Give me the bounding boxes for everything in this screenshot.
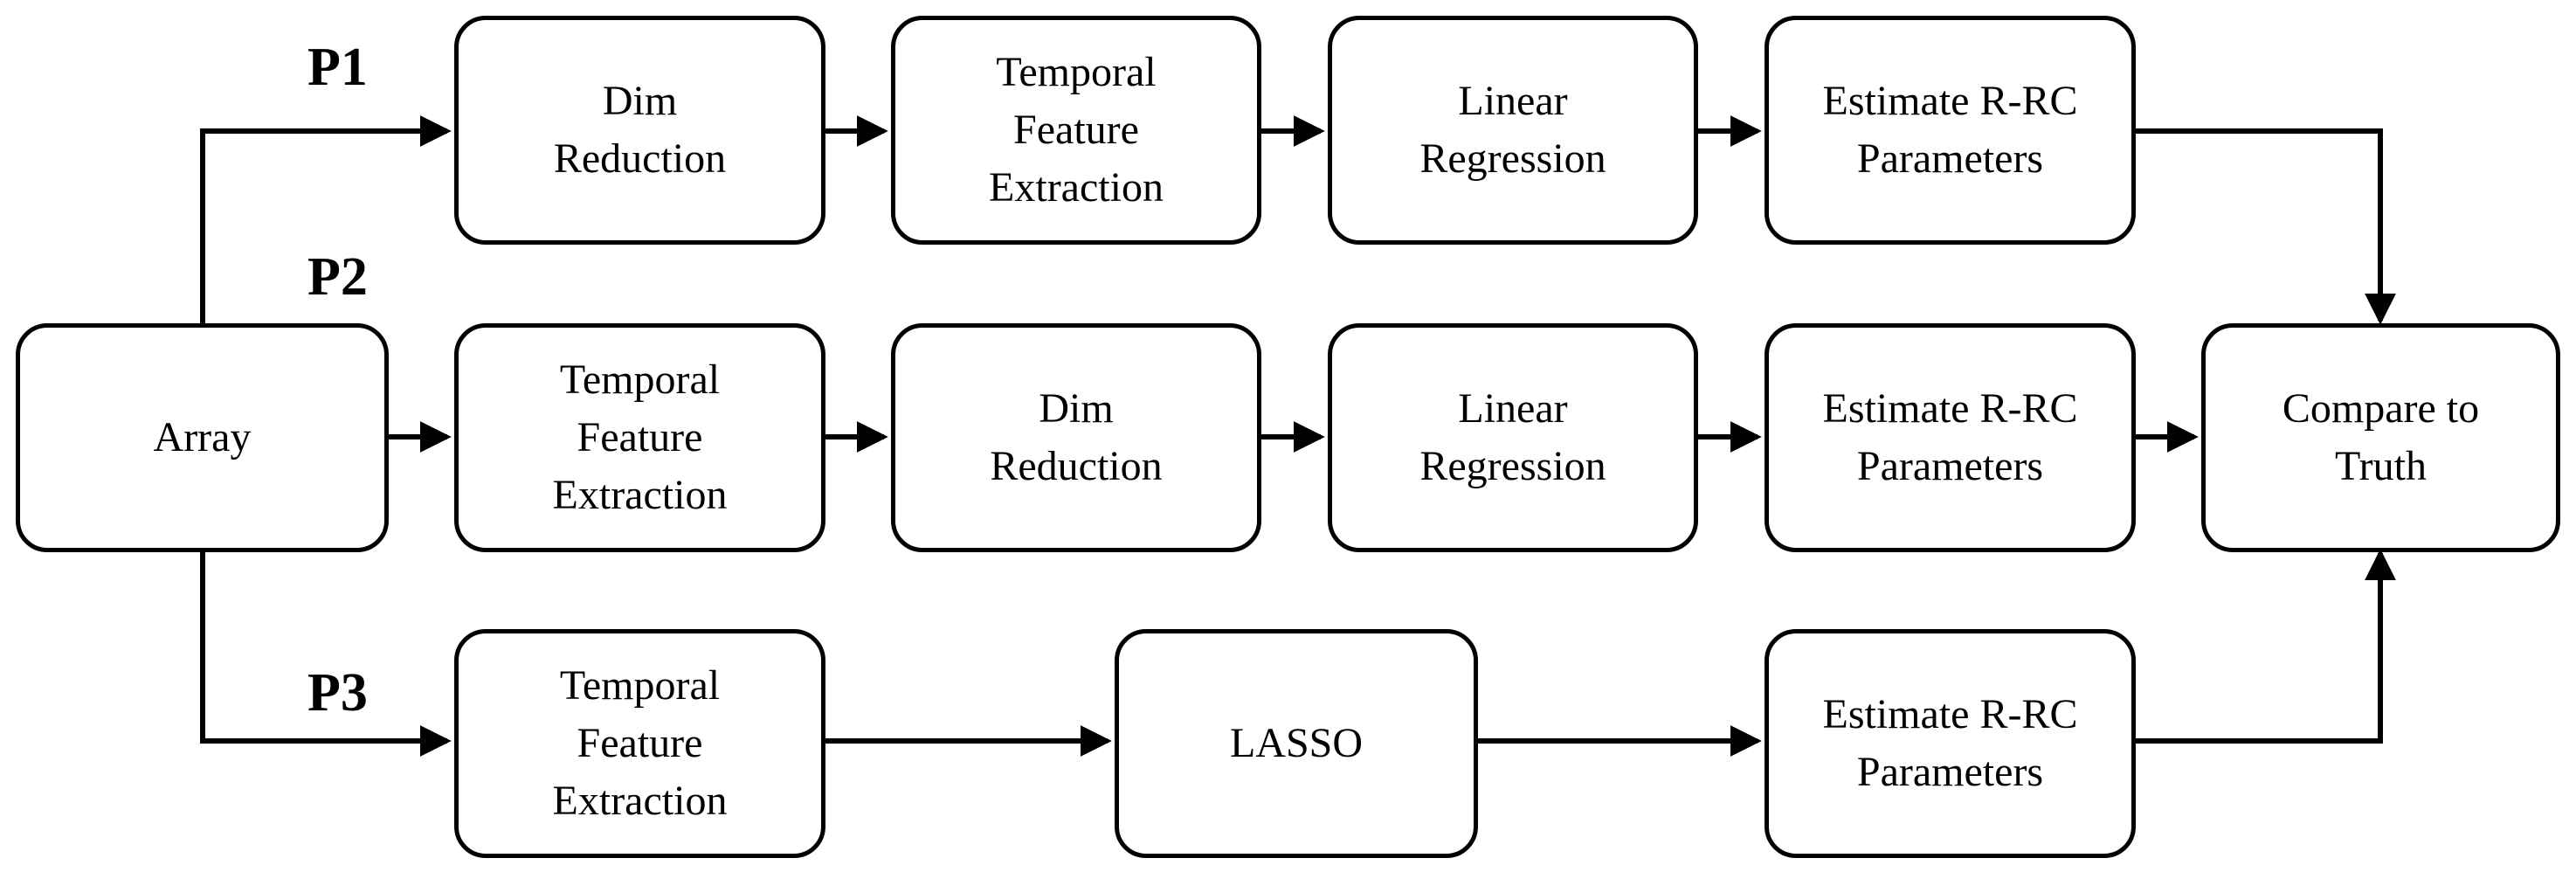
node-p1-linear-regression-label: Linear Regression bbox=[1419, 78, 1606, 182]
p1-to-compare-connector bbox=[2136, 128, 2396, 325]
node-p3-temporal-feature-extraction: Temporal Feature Extraction bbox=[454, 629, 825, 858]
node-array: Array bbox=[16, 323, 389, 552]
node-p3-lasso-label: LASSO bbox=[1229, 720, 1364, 766]
node-p2-temporal-feature-extraction: Temporal Feature Extraction bbox=[454, 323, 825, 552]
node-p3-lasso: LASSO bbox=[1115, 629, 1478, 858]
node-p2-dim-reduction-label: Dim Reduction bbox=[990, 385, 1163, 489]
node-p2-estimate-rrc-parameters-label: Estimate R-RC Parameters bbox=[1822, 385, 2078, 489]
node-p3-estimate-rrc-parameters-label: Estimate R-RC Parameters bbox=[1822, 691, 2078, 795]
node-p2-linear-regression: Linear Regression bbox=[1328, 323, 1698, 552]
node-p2-dim-reduction: Dim Reduction bbox=[891, 323, 1261, 552]
node-p1-dim-reduction: Dim Reduction bbox=[454, 16, 825, 245]
node-p1-linear-regression: Linear Regression bbox=[1328, 16, 1698, 245]
node-compare-to-truth-label: Compare to Truth bbox=[2282, 385, 2480, 489]
node-p2-temporal-feature-extraction-label: Temporal Feature Extraction bbox=[552, 356, 728, 518]
path-label-p1: P1 bbox=[307, 38, 368, 97]
node-p3-temporal-feature-extraction-label: Temporal Feature Extraction bbox=[552, 662, 728, 824]
path-label-p3: P3 bbox=[307, 663, 368, 723]
node-p1-estimate-rrc-parameters: Estimate R-RC Parameters bbox=[1765, 16, 2136, 245]
node-p2-linear-regression-label: Linear Regression bbox=[1419, 385, 1606, 489]
node-p2-estimate-rrc-parameters: Estimate R-RC Parameters bbox=[1765, 323, 2136, 552]
node-array-label: Array bbox=[153, 414, 252, 460]
node-p1-estimate-rrc-parameters-label: Estimate R-RC Parameters bbox=[1822, 78, 2078, 182]
node-p1-temporal-feature-extraction-label: Temporal Feature Extraction bbox=[989, 49, 1164, 211]
p3-to-compare-connector bbox=[2136, 549, 2396, 744]
node-p1-dim-reduction-label: Dim Reduction bbox=[553, 78, 727, 182]
node-p3-estimate-rrc-parameters: Estimate R-RC Parameters bbox=[1765, 629, 2136, 858]
array-to-p1-connector bbox=[200, 115, 452, 323]
array-to-p3-connector bbox=[200, 552, 452, 757]
path-label-p2: P2 bbox=[307, 247, 368, 307]
node-p1-temporal-feature-extraction: Temporal Feature Extraction bbox=[891, 16, 1261, 245]
node-compare-to-truth: Compare to Truth bbox=[2201, 323, 2560, 552]
